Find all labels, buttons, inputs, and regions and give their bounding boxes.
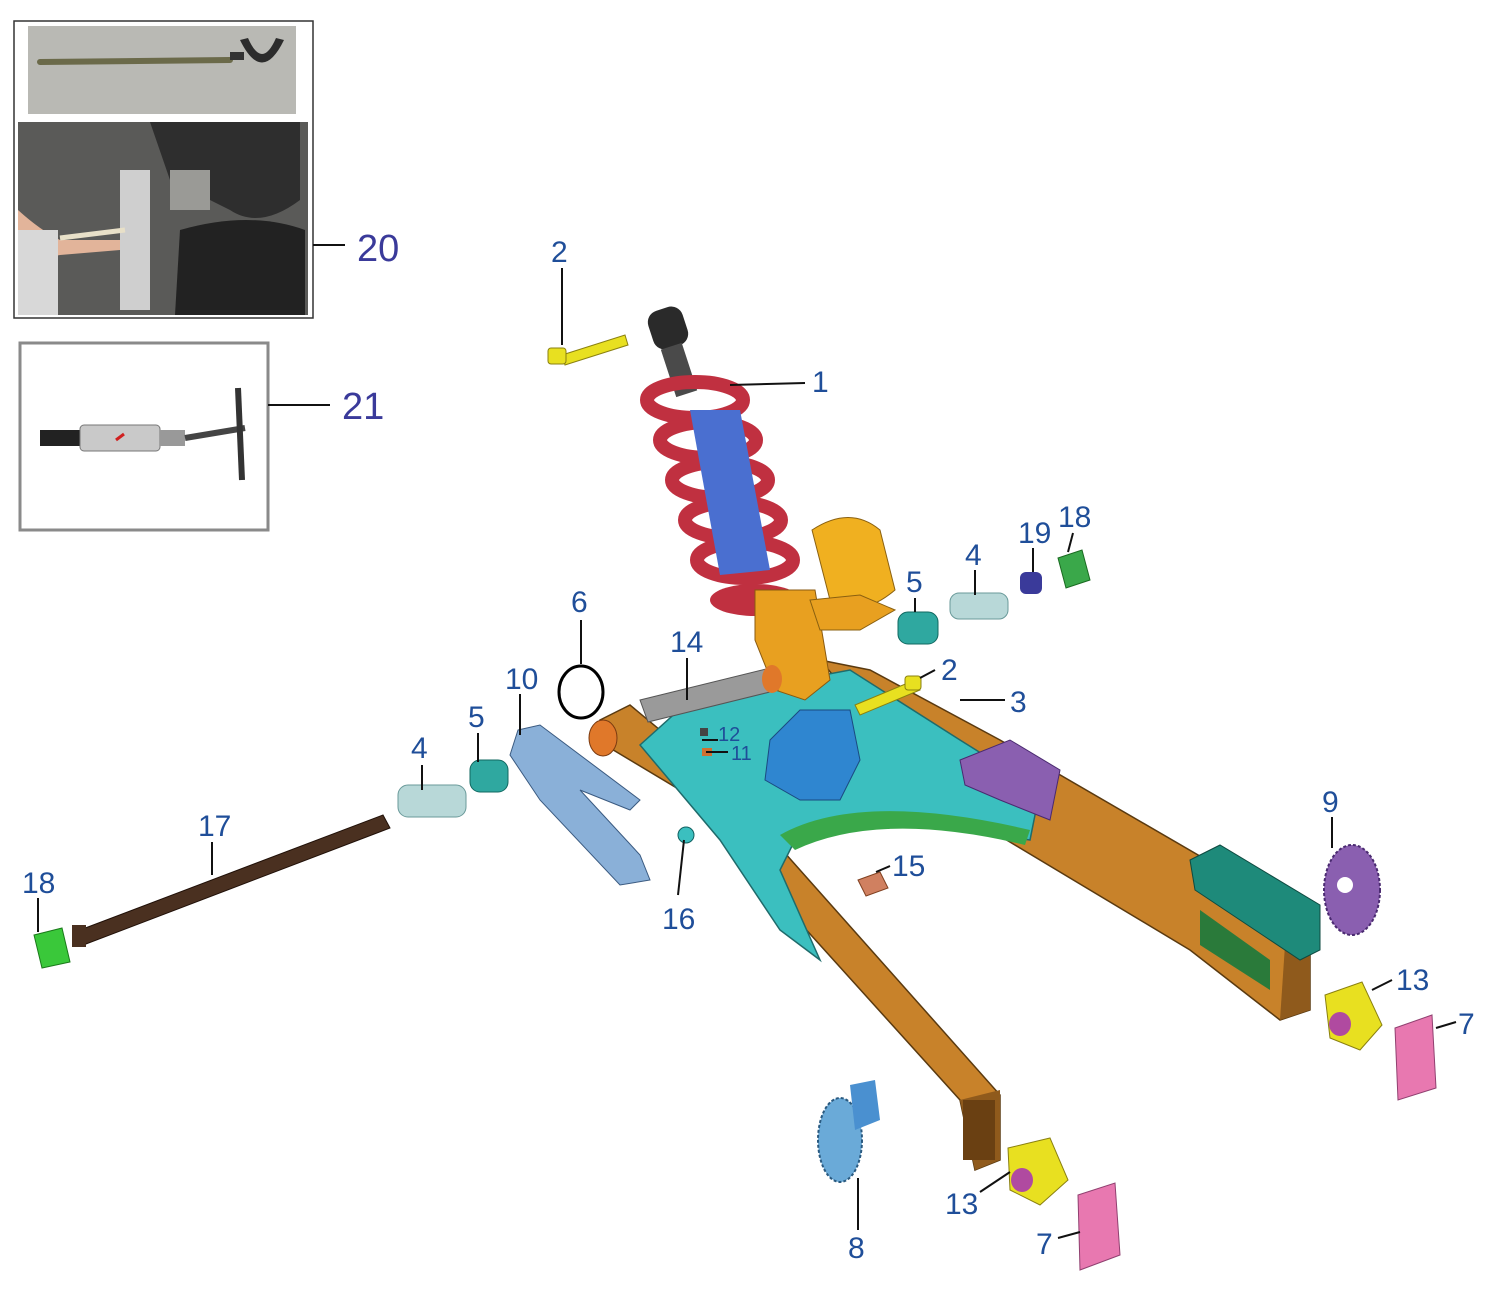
part-18-cap-left [33, 927, 71, 969]
part-6-o-ring-marker [557, 664, 605, 720]
callout-13-right: 13 [1396, 964, 1429, 997]
callout-18-left: 18 [22, 867, 55, 900]
part-7-plate-left [1077, 1182, 1121, 1271]
callout-15: 15 [892, 850, 925, 883]
callout-16: 16 [662, 903, 695, 936]
callout-1: 1 [812, 366, 829, 399]
callout-4-left: 4 [411, 732, 428, 765]
chain-guide-bracket [959, 739, 1061, 821]
leader-lines [37, 268, 1457, 1239]
callout-7-right: 7 [1458, 1008, 1475, 1041]
part-1-shock-absorber [640, 306, 897, 701]
callout-12: 12 [718, 724, 740, 746]
part-3-swingarm [588, 658, 1311, 1172]
callout-2-lower: 2 [941, 654, 958, 687]
callout-18-right: 18 [1058, 501, 1091, 534]
callout-20: 20 [357, 228, 399, 270]
part-9-sprocket-right [1323, 844, 1381, 936]
part-5-bushing-left [469, 759, 509, 793]
chain-slider [1189, 844, 1321, 961]
callout-6: 6 [571, 586, 588, 619]
callout-3: 3 [1010, 686, 1027, 719]
part-4-sleeve-left [397, 784, 467, 818]
callout-8: 8 [848, 1232, 865, 1265]
part-10-chain-guard [509, 724, 651, 886]
callout-5-right: 5 [906, 566, 923, 599]
part-18-cap-right [1057, 549, 1091, 589]
part-5-bushing-right [897, 611, 939, 645]
tool-20-photo-top [28, 26, 296, 114]
tool-20-panel: 20 [13, 20, 399, 319]
shock-mount-bracket [764, 709, 861, 801]
callout-numbers: 2 1 18 19 4 5 6 14 2 10 3 5 12 4 11 9 17… [22, 236, 1475, 1265]
part-4-sleeve-right [949, 592, 1009, 620]
callout-9: 9 [1322, 786, 1339, 819]
part-19-washer [1020, 572, 1042, 594]
callout-5-left: 5 [468, 701, 485, 734]
callout-21: 21 [342, 386, 384, 428]
tool-21-panel: 21 [18, 341, 384, 532]
callout-14: 14 [670, 626, 703, 659]
callout-11: 11 [731, 743, 752, 765]
part-13-adjuster-right [1324, 981, 1383, 1051]
callout-13-left: 13 [945, 1188, 978, 1221]
part-13-adjuster-left [1007, 1137, 1069, 1206]
callout-2-upper: 2 [551, 236, 568, 269]
callout-4-right: 4 [965, 539, 982, 572]
part-16-grease-nipple [677, 826, 695, 844]
part-8-sprocket [817, 1080, 880, 1183]
callout-17: 17 [198, 810, 231, 843]
callout-10: 10 [505, 663, 538, 696]
part-17-pivot-bolt [79, 814, 391, 945]
part-7-plate-right [1394, 1014, 1437, 1101]
part-15-clip [857, 871, 889, 897]
part-2-bolt-upper [547, 334, 629, 366]
callout-19: 19 [1018, 517, 1051, 550]
part-2-bolt-lower [854, 675, 922, 716]
callout-7-left: 7 [1036, 1228, 1053, 1261]
part-14-pivot-shaft [639, 665, 782, 723]
part-12-small-bolt [700, 728, 708, 736]
